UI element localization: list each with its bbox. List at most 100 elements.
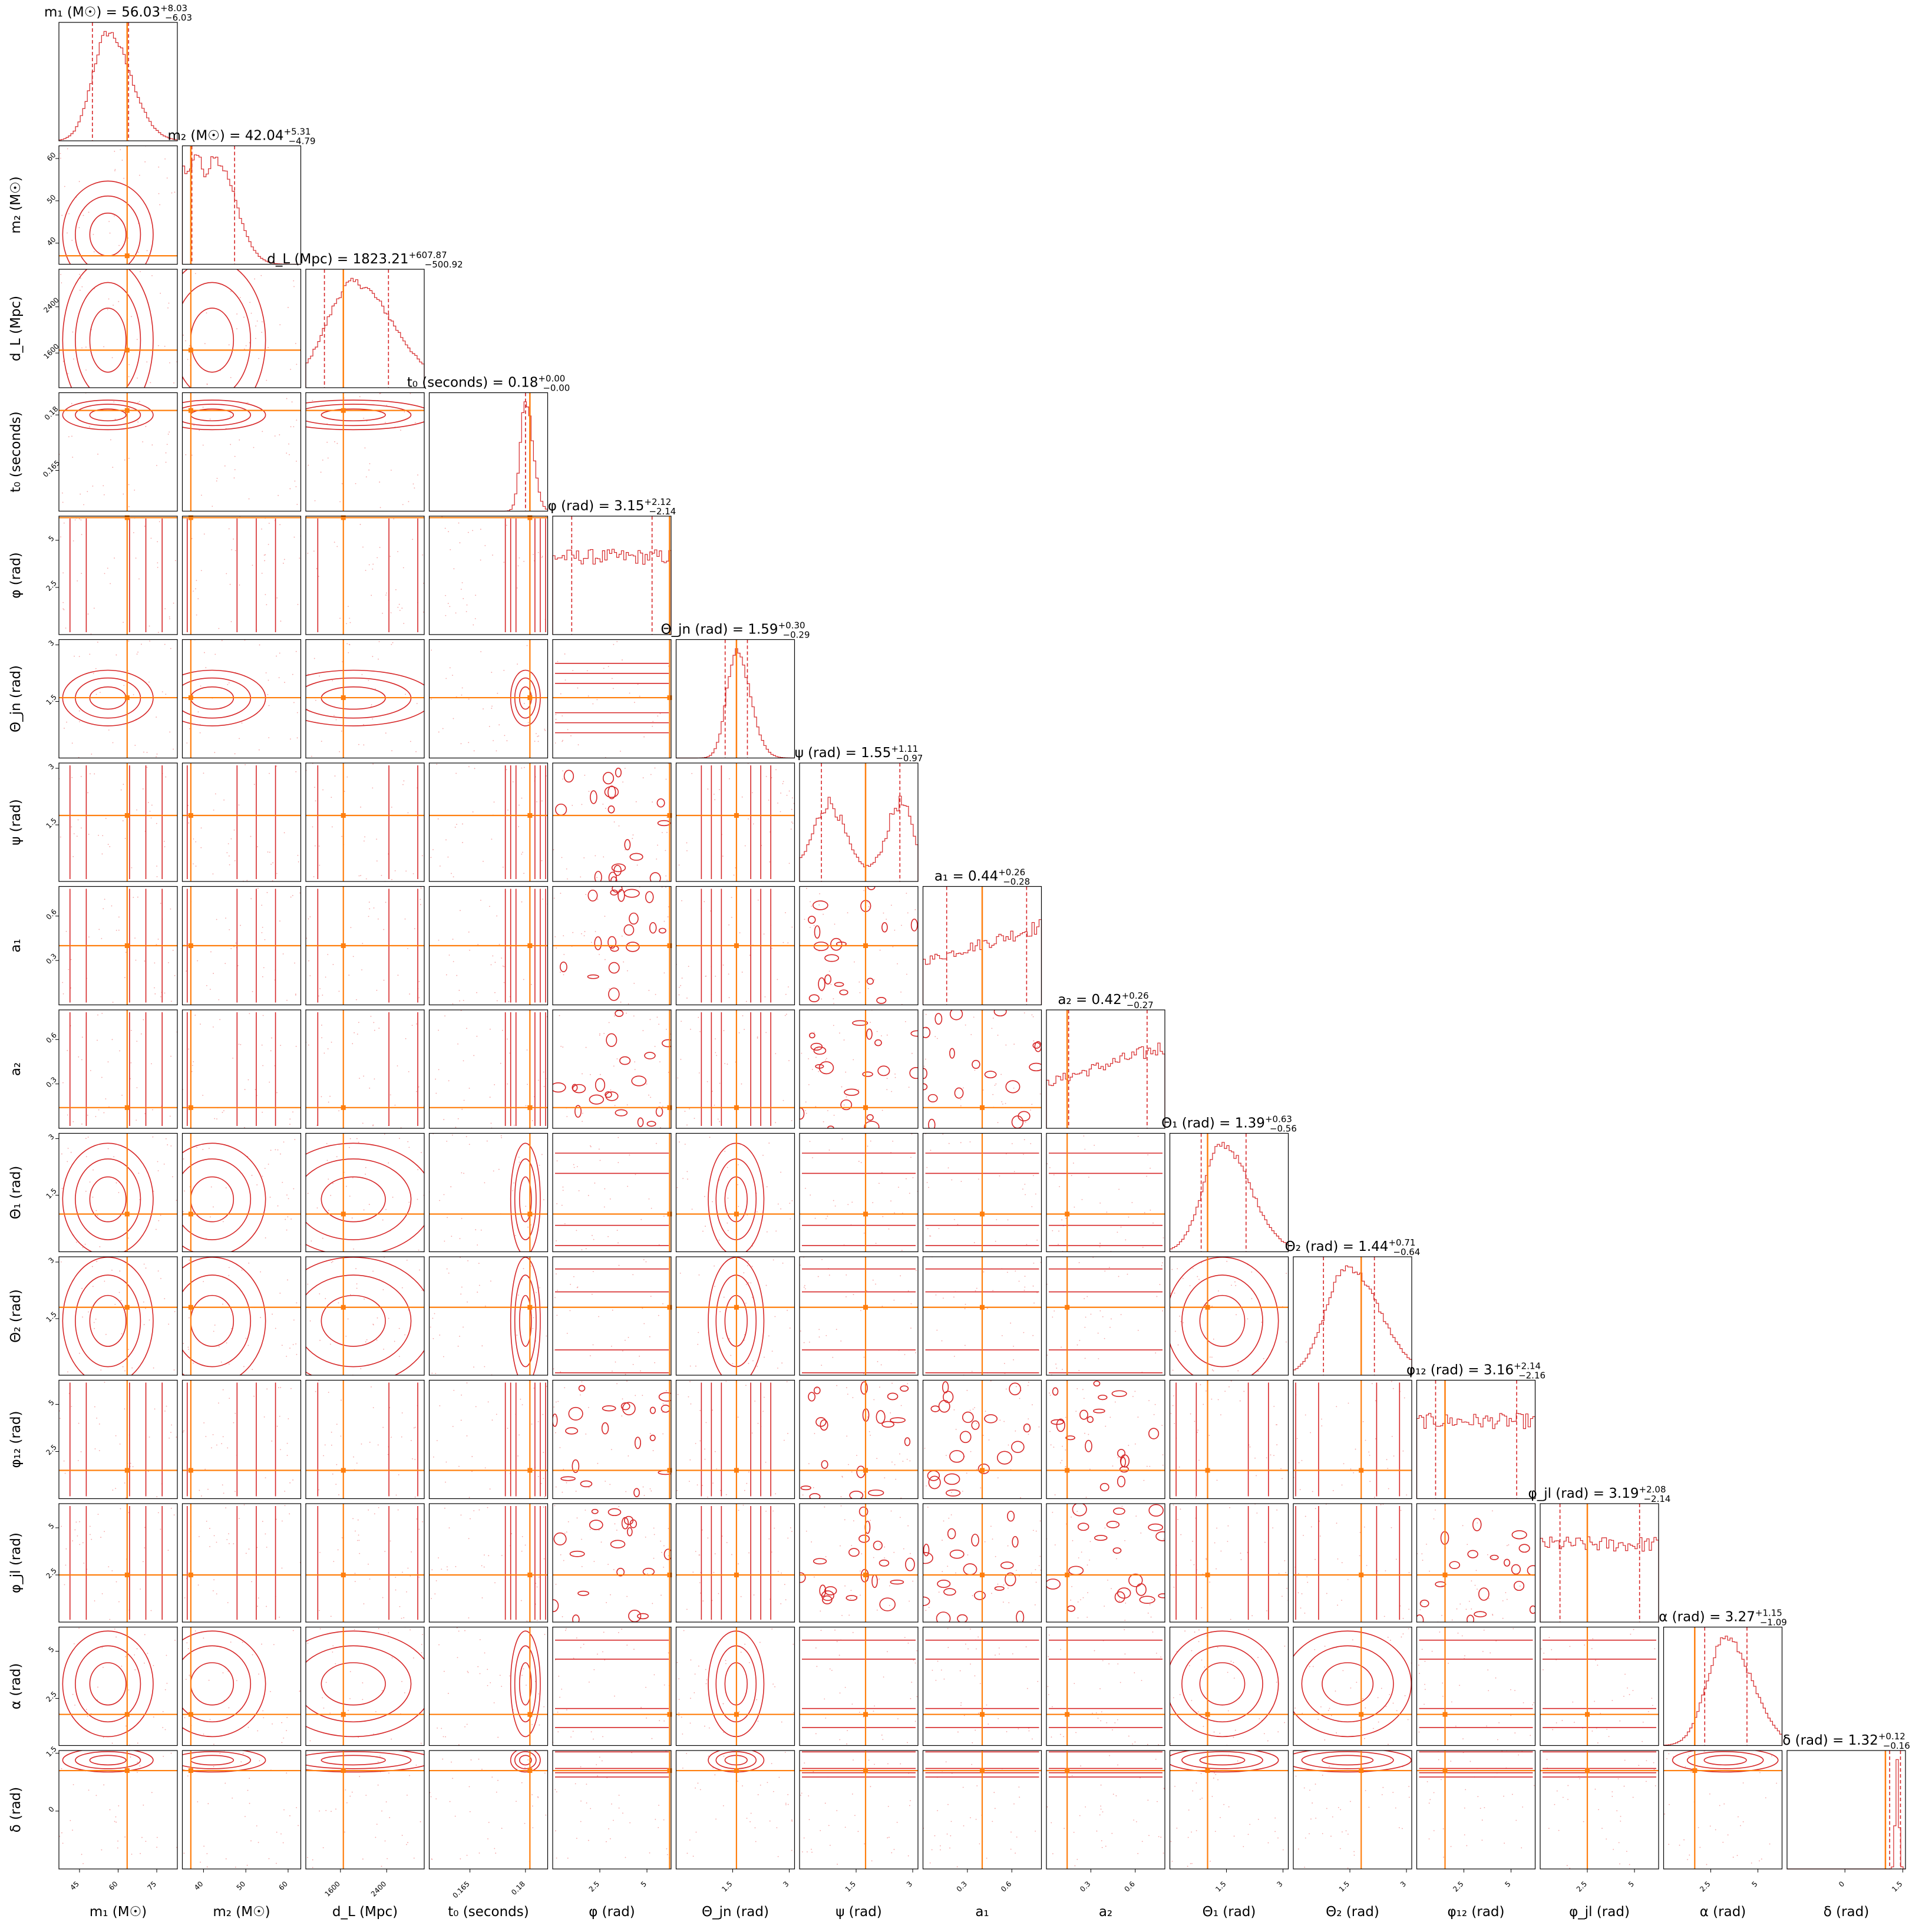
- panel-frame: [1046, 1750, 1165, 1870]
- x-axis-label-12: φ_jl (rad): [1569, 1904, 1630, 1920]
- contour-panel-13-9: [1170, 1630, 1279, 1738]
- contour-panel-5-4: [555, 663, 669, 734]
- panel-frame: [181, 762, 302, 882]
- panel-frame: [552, 639, 672, 759]
- contour-panel-3-1: [182, 399, 266, 431]
- panel-frame: [552, 1750, 672, 1870]
- panel-title-5: Θ_jn (rad) = 1.59+0.30−0.29: [660, 620, 810, 640]
- panel-frame: [428, 886, 549, 1006]
- panel-frame: [552, 1256, 672, 1376]
- panel-title-12: φ_jl (rad) = 3.19+2.08−2.14: [1528, 1484, 1671, 1504]
- panel-frame: [922, 1503, 1042, 1623]
- contour-panel-11-4: [553, 1385, 671, 1498]
- y-tick-13-0: 2.5: [44, 1690, 58, 1703]
- panel-frame: [1416, 1626, 1536, 1746]
- contour-panel-14-13: [1672, 1751, 1779, 1773]
- y-tick-6-0: 1.5: [44, 816, 58, 830]
- contour-panel-12-0: [69, 1506, 163, 1620]
- panel-frame: [428, 762, 549, 882]
- contour-panel-10-6: [802, 1268, 916, 1373]
- contour-panel-8-0: [69, 1012, 163, 1126]
- panel-frame: [799, 1503, 919, 1623]
- panel-frame: [922, 1132, 1042, 1253]
- panel-frame: [1169, 1750, 1289, 1870]
- panel-title-6: ψ (rad) = 1.55+1.11−0.97: [795, 744, 923, 764]
- contour-panel-11-5: [701, 1382, 771, 1497]
- x-tick-1-1: 50: [235, 1880, 247, 1892]
- y-tick-9-1: 3: [47, 1132, 56, 1141]
- panel-frame: [1169, 1256, 1289, 1376]
- panel-frame: [428, 1503, 549, 1623]
- panel-frame: [58, 1626, 178, 1746]
- x-tick-12-0: 2.5: [1575, 1880, 1588, 1893]
- contour-panel-8-2: [317, 1012, 418, 1126]
- x-tick-2-1: 2400: [369, 1880, 388, 1898]
- contour-panel-10-8: [1049, 1268, 1162, 1373]
- contour-panel-4-1: [186, 518, 276, 632]
- panel-frame: [305, 1009, 425, 1129]
- panel-title-13: α (rad) = 3.27+1.15−1.09: [1659, 1608, 1787, 1628]
- x-tick-6-1: 3: [905, 1880, 914, 1888]
- panel-frame: [1046, 1626, 1165, 1746]
- contour-panel-9-1: [182, 1142, 266, 1252]
- contour-panel-12-7: [923, 1511, 1025, 1622]
- y-tick-10-0: 1.5: [44, 1310, 58, 1323]
- panel-frame: [428, 1009, 549, 1129]
- x-axis-label-3: t₀ (seconds): [448, 1904, 529, 1920]
- contour-panel-13-6: [802, 1639, 916, 1728]
- panel-frame: [1663, 1750, 1783, 1870]
- panel-title-10: Θ₂ (rad) = 1.44+0.71−0.64: [1285, 1237, 1421, 1257]
- y-axis-label-9: Θ₁ (rad): [8, 1166, 24, 1220]
- panel-frame: [58, 1379, 178, 1500]
- panel-frame: [305, 1256, 425, 1376]
- panel-frame: [1540, 1503, 1659, 1623]
- x-tick-7-0: 0.3: [955, 1880, 969, 1893]
- y-tick-11-0: 2.5: [44, 1443, 58, 1457]
- x-axis-label-4: φ (rad): [589, 1904, 635, 1920]
- y-tick-11-1: 5: [47, 1398, 56, 1407]
- y-axis-label-10: Θ₂ (rad): [8, 1289, 24, 1343]
- x-axis-label-13: α (rad): [1700, 1904, 1746, 1920]
- contour-panel-4-0: [69, 518, 163, 632]
- panel-frame: [428, 1132, 549, 1253]
- x-axis-label-2: d_L (Mpc): [332, 1904, 398, 1920]
- contour-panel-9-3: [510, 1142, 541, 1252]
- contour-panel-8-6: [800, 1020, 918, 1128]
- x-tick-4-0: 2.5: [587, 1880, 601, 1893]
- y-tick-12-1: 5: [47, 1521, 56, 1530]
- x-tick-14-0: 0: [1837, 1880, 1846, 1888]
- panel-frame: [552, 1503, 672, 1623]
- contour-panel-14-4: [555, 1751, 669, 1778]
- contour-panel-12-11: [1416, 1518, 1535, 1622]
- contour-panel-11-0: [69, 1382, 163, 1497]
- y-tick-9-0: 1.5: [44, 1187, 58, 1200]
- contour-panel-10-9: [1170, 1257, 1279, 1375]
- contour-panel-4-3: [504, 518, 546, 632]
- contour-panel-10-2: [306, 1257, 424, 1375]
- x-axis-label-0: m₁ (M☉): [90, 1904, 147, 1920]
- panel-title-8: a₂ = 0.42+0.26−0.27: [1058, 990, 1153, 1010]
- panel-frame: [799, 1132, 919, 1253]
- contour-panel-12-8: [1046, 1504, 1165, 1612]
- panel-frame: [799, 1009, 919, 1129]
- x-axis-label-5: Θ_jn (rad): [702, 1904, 769, 1920]
- panel-frame: [1169, 1626, 1289, 1746]
- panel-frame: [58, 145, 178, 265]
- y-axis-label-12: φ_jl (rad): [8, 1533, 24, 1593]
- contour-panel-7-6: [808, 886, 918, 1004]
- contour-panel-13-10: [1293, 1630, 1412, 1738]
- panel-frame: [799, 1626, 919, 1746]
- x-tick-8-0: 0.3: [1078, 1880, 1092, 1893]
- x-tick-1-2: 60: [277, 1880, 289, 1892]
- y-tick-6-1: 3: [47, 762, 56, 771]
- contour-panel-3-0: [62, 399, 154, 431]
- x-axis-label-9: Θ₁ (rad): [1203, 1904, 1256, 1920]
- y-tick-5-0: 1.5: [44, 693, 58, 706]
- x-tick-3-1: 0.18: [510, 1880, 527, 1897]
- contour-panel-14-0: [62, 1751, 154, 1773]
- panel-frame: [552, 886, 672, 1006]
- panel-frame: [675, 1132, 795, 1253]
- contour-panel-10-0: [62, 1257, 154, 1375]
- y-tick-3-0: 0.165: [41, 458, 61, 478]
- x-tick-14-1: 1.5: [1890, 1880, 1904, 1893]
